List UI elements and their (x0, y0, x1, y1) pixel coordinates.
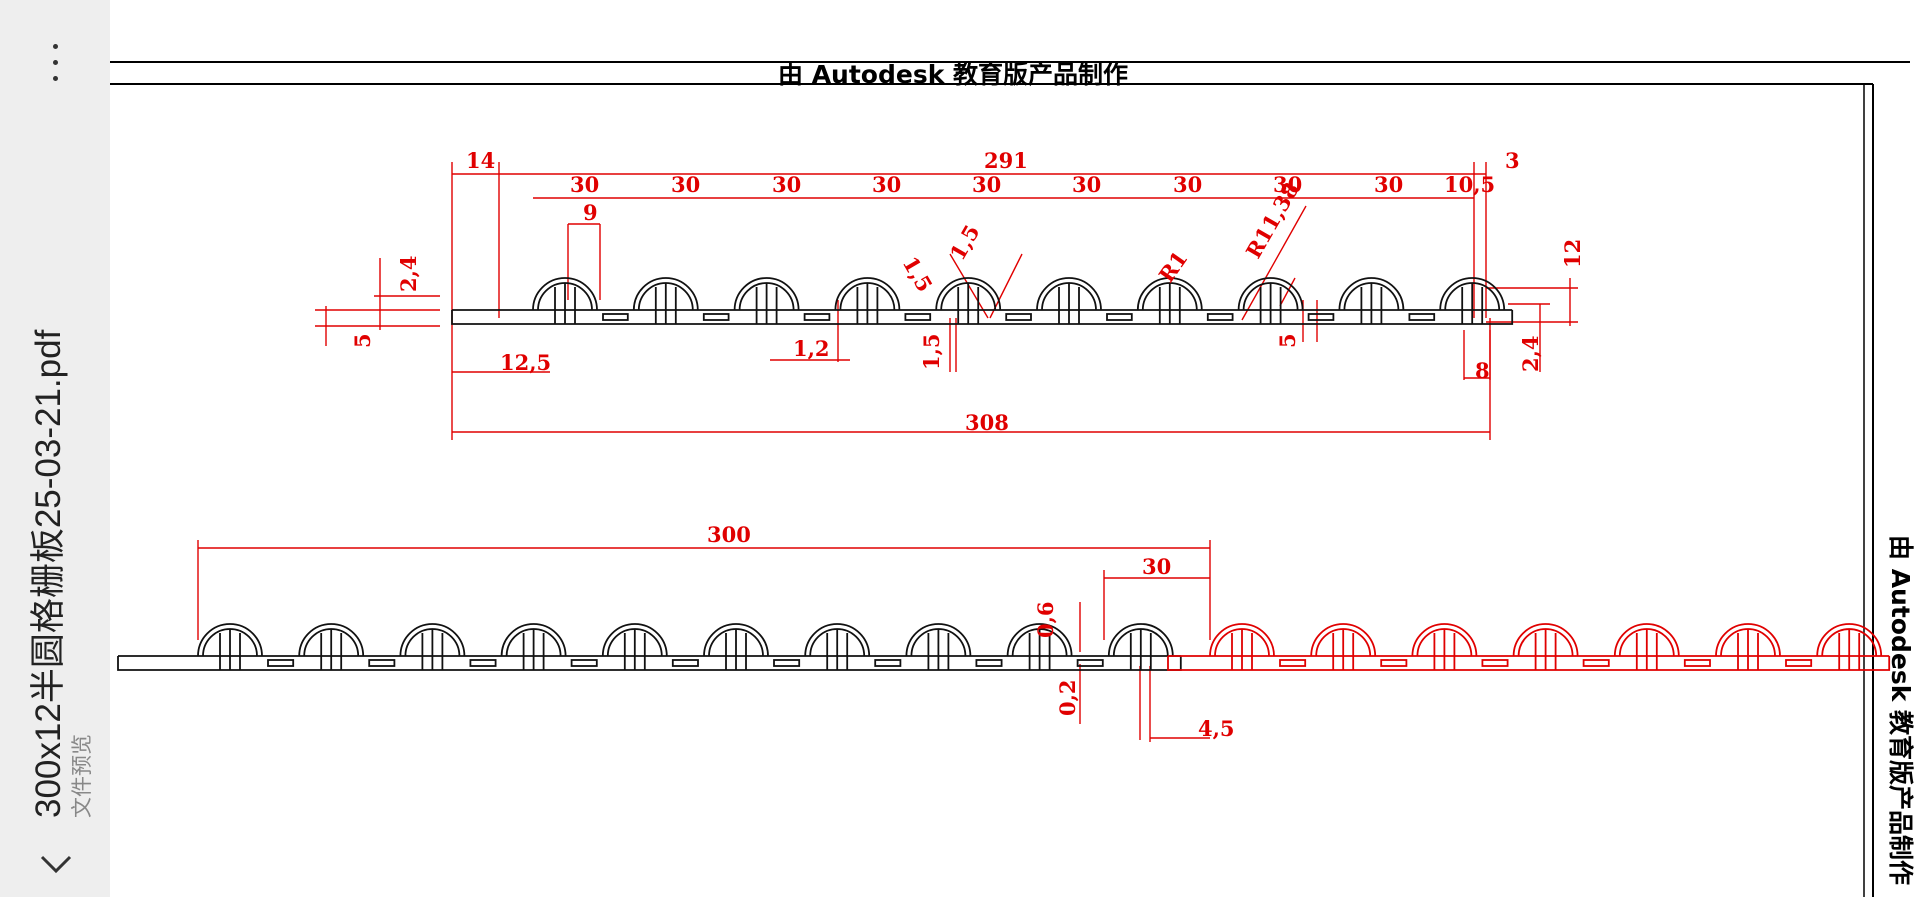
dim-label: 5 (1275, 333, 1300, 348)
dim-label: 30 (1173, 172, 1202, 197)
dim-label: 3 (1505, 148, 1520, 173)
dim-label: 12,5 (500, 350, 551, 375)
dim-label: 8 (1475, 358, 1490, 383)
dim-label: R1 (1154, 246, 1193, 287)
dim-label: 291 (984, 148, 1028, 173)
dim-label: 30 (671, 172, 700, 197)
bottom-dimension-lines (197, 540, 1211, 742)
file-name: 300x12半圆格栅板25-03-21.pdf (29, 329, 68, 818)
dim-label: 1,2 (793, 336, 830, 361)
chevron-down-icon[interactable] (38, 845, 74, 885)
sidebar: 300x12半圆格栅板25-03-21.pdf 文件预览 (0, 0, 110, 897)
watermark-top: 由 Autodesk 教育版产品制作 (778, 60, 1128, 89)
dim-label: 5 (350, 333, 375, 348)
watermark-right: 由 Autodesk 教育版产品制作 (1886, 535, 1915, 885)
dim-label: 30 (1142, 554, 1171, 579)
dim-label: 14 (466, 148, 495, 173)
dim-label: 30 (570, 172, 599, 197)
dim-label: 300 (707, 522, 751, 547)
dim-label: 1,5 (945, 220, 985, 264)
dim-label: 10,5 (1444, 172, 1495, 197)
dim-label: 30 (1273, 172, 1302, 197)
dim-label: 1,5 (898, 252, 938, 296)
dim-label: 4,5 (1198, 716, 1235, 741)
dim-label: 30 (772, 172, 801, 197)
dim-label: 0,6 (1033, 601, 1058, 638)
dim-label: 2,4 (396, 255, 421, 292)
dim-label: 308 (965, 410, 1009, 435)
dim-label: 2,4 (1518, 335, 1543, 372)
dim-label: 12 (1560, 239, 1585, 268)
dim-label: 30 (1374, 172, 1403, 197)
dim-label: 9 (583, 200, 598, 225)
more-vertical-icon[interactable] (40, 40, 70, 90)
bottom-profile-right (1167, 623, 1891, 671)
dim-label: 0,2 (1055, 679, 1080, 716)
bottom-profile-left (117, 623, 1182, 671)
dim-label: 30 (972, 172, 1001, 197)
preview-subtitle: 文件预览 (71, 734, 94, 818)
top-profile (451, 277, 1514, 325)
dim-label: 1,5 (919, 333, 944, 370)
top-dimension-lines (315, 162, 1578, 440)
dim-label: 30 (872, 172, 901, 197)
pdf-drawing[interactable]: 由 Autodesk 教育版产品制作 由 Autodesk 教育版产品制作 (110, 0, 1919, 897)
grille-profiles (117, 277, 1891, 671)
dim-label: 30 (1072, 172, 1101, 197)
drawing-frame (110, 61, 1910, 897)
